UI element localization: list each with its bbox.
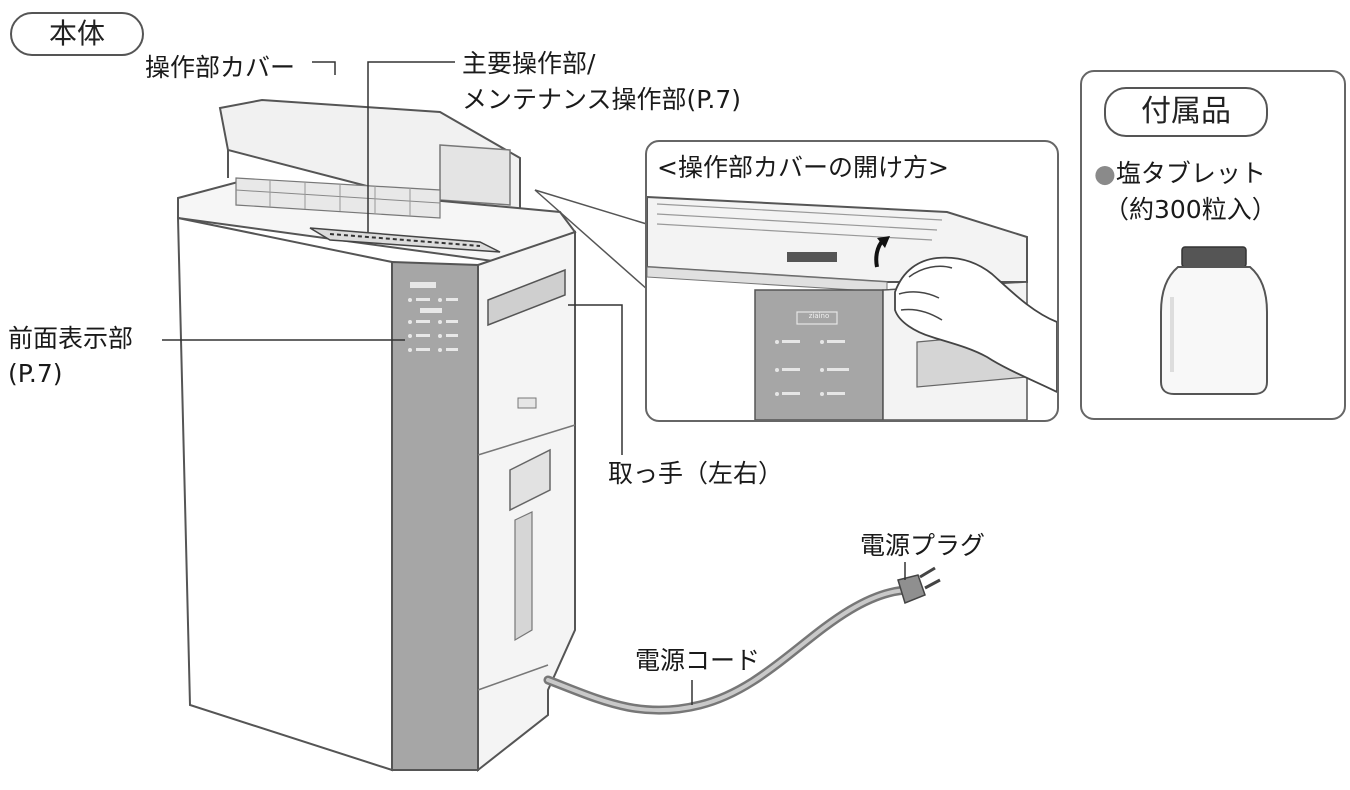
label-front-display-line2: (P.7) [8, 359, 63, 388]
leader-main-ops [367, 61, 455, 232]
inset-illustration [647, 195, 1057, 420]
accessory-item-name: ●塩タブレット [1094, 159, 1266, 188]
label-cover: 操作部カバー [145, 53, 296, 82]
front-indicators [408, 282, 458, 352]
front-display-panel [391, 260, 479, 771]
main-operation-panel [309, 227, 501, 253]
salt-tablet-bottle [1160, 246, 1268, 395]
inset-title: <操作部カバーの開け方> [657, 153, 949, 182]
inset-open-cover: <操作部カバーの開け方> ziaino [645, 140, 1059, 422]
leader-handle [568, 304, 623, 455]
accessory-item-line1: ●塩タブレット [1094, 158, 1266, 189]
accessories-box: 付属品 ●塩タブレット （約300粒入） [1080, 70, 1346, 420]
power-plug [897, 566, 941, 604]
accessory-item-line2: （約300粒入） [1104, 195, 1277, 224]
body-front [176, 216, 393, 772]
section-title: 本体 [48, 17, 105, 50]
operation-cover[interactable] [218, 98, 521, 222]
label-front-display-line1: 前面表示部 [8, 324, 134, 353]
accessories-title-badge: 付属品 [1104, 87, 1268, 137]
label-handle: 取っ手（左右） [608, 459, 784, 488]
label-main-ops-line2: メンテナンス操作部(P.7) [462, 85, 742, 114]
label-power-plug: 電源プラグ [860, 531, 986, 560]
label-main-ops-line1: 主要操作部/ [462, 49, 596, 78]
label-power-cord: 電源コード [635, 646, 761, 675]
top-surface [177, 177, 577, 264]
inset-brand: ziaino [808, 312, 830, 320]
bullet-icon: ● [1094, 159, 1116, 188]
side-handle[interactable] [487, 268, 566, 327]
leader-cover [312, 61, 336, 75]
accessories-title: 付属品 [1141, 94, 1231, 129]
section-title-badge: 本体 [10, 12, 144, 56]
